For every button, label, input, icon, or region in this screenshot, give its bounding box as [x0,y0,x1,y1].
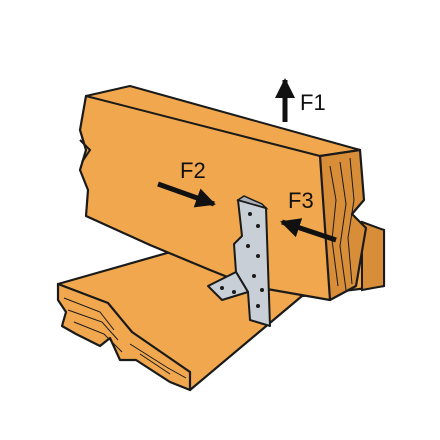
steel-angle-connector [207,195,271,327]
upper-beam [78,85,368,302]
force-arrow-f3 [280,218,337,243]
upper-beam-notch [79,139,92,163]
force-label-f2: F2 [180,158,206,183]
connector-nail-holes [220,212,264,308]
connector-side-flange [236,195,269,210]
force-label-f1: F1 [300,90,326,115]
force-arrow-f2 [157,181,216,208]
lower-beam-right-end [361,220,385,292]
connector-base-plate [207,271,249,301]
upper-beam-end-grain-lines [329,157,355,291]
force-label-f3: F3 [288,188,314,213]
lower-beam-grain [63,297,187,379]
lower-beam-front [56,282,192,392]
